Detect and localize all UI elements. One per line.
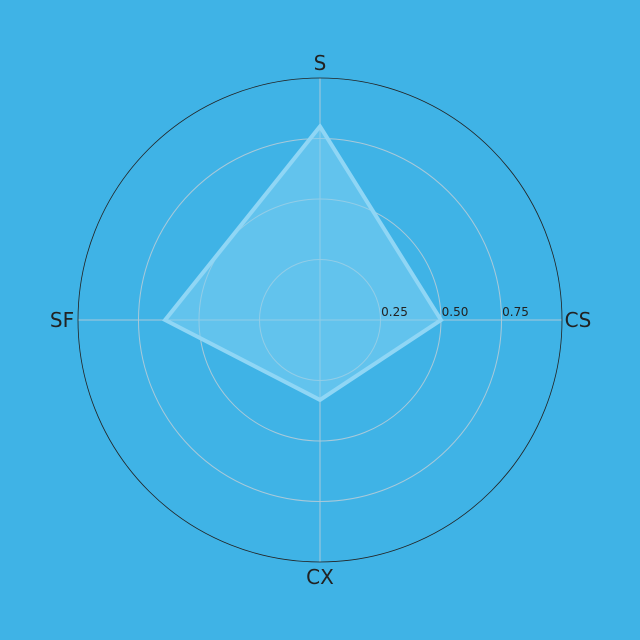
outer-ring xyxy=(77,77,563,563)
label-layer: 0.25 0.50 0.75 S CS CX SF xyxy=(50,51,591,589)
r-tick-label: 0.75 xyxy=(502,305,529,319)
r-tick-label: 0.25 xyxy=(381,305,408,319)
r-tick-label: 0.50 xyxy=(442,305,469,319)
axis-label-cs: CS xyxy=(565,308,592,332)
axis-label-cx: CX xyxy=(306,565,334,589)
series-layer xyxy=(162,122,444,403)
axis-label-sf: SF xyxy=(50,308,74,332)
series-polygon-1 xyxy=(162,122,444,403)
axis-label-s: S xyxy=(314,51,327,75)
